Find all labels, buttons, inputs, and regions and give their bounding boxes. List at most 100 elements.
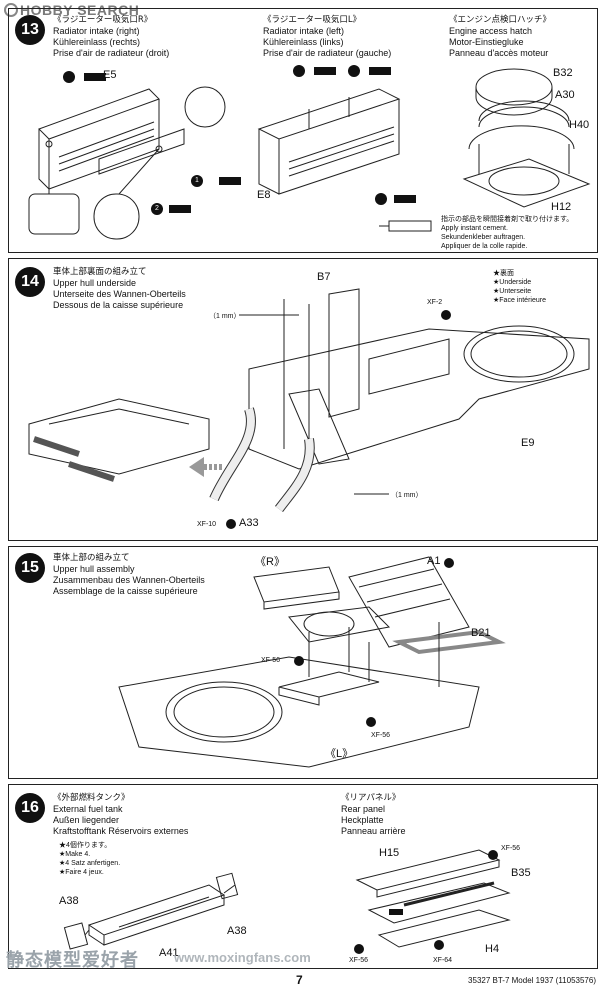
step-number: 13 — [15, 15, 45, 45]
caption-radiator-left: 《ラジエーター吸気口L》 Radiator intake (left) Kühl… — [263, 15, 391, 59]
make-fr: ★Faire 4 jeux. — [59, 869, 104, 876]
label-b21: B21 — [471, 627, 491, 639]
note-en: ★Underside — [493, 279, 532, 286]
caption-fr: Panneau d'accès moteur — [449, 48, 549, 58]
step-16-diagram — [63, 849, 511, 954]
make-en: ★Make 4. — [59, 851, 91, 858]
label-a38-left: A38 — [59, 895, 79, 907]
caption-jp: 《ラジエーター吸気口L》 — [263, 15, 362, 25]
note-fr: ★Face intérieure — [493, 297, 546, 304]
label-h4: H4 — [485, 943, 500, 955]
cement-note: 指示の部品を瞬間接着剤で取り付けます。 Apply instant cement… — [441, 215, 573, 251]
caption-de: Motor-Einstiegluke — [449, 37, 524, 47]
label-h12: H12 — [551, 201, 572, 213]
label-b7: B7 — [317, 271, 331, 283]
label-b35: B35 — [511, 867, 531, 879]
caption-jp: 《リアパネル》 — [341, 793, 401, 803]
caption-fr: Prise d'air de radiateur (gauche) — [263, 48, 392, 58]
caption-upper-hull-underside: 車体上部裏面の組み立て Upper hull underside Unterse… — [53, 267, 186, 311]
caption-de: Zusammenbau des Wannen-Oberteils — [53, 575, 205, 585]
ref-4: 4 — [105, 71, 110, 80]
paint-xf56-top: XF-56 — [501, 845, 521, 852]
step-15-diagram — [118, 556, 506, 768]
label-a1: A1 — [427, 555, 441, 567]
caption-en: Upper hull underside — [53, 278, 137, 288]
caption-de: Außen liegender — [53, 815, 120, 825]
label-h15: H15 — [379, 847, 400, 859]
step-14-diagram — [28, 288, 590, 529]
step-14-panel: 14 車体上部裏面の組み立て Upper hull underside Unte… — [8, 258, 598, 541]
drill-1mm-bottom: （1 mm） — [391, 492, 423, 499]
caption-fr: Assemblage de la caisse supérieure — [53, 586, 198, 596]
cement-fr: Appliquer de la colle rapide. — [441, 243, 528, 250]
watermark-cn: 静态模型爱好者 — [6, 950, 139, 971]
caption-de: Unterseite des Wannen-Oberteils — [53, 289, 186, 299]
paint-xf56-bottom: XF-56 — [349, 957, 369, 964]
caption-de: Heckplatte — [341, 815, 384, 825]
label-a30: A30 — [555, 89, 575, 101]
make-4-note: ★4個作ります。 ★Make 4. ★4 Satz anfertigen. ★F… — [59, 841, 120, 877]
caption-jp: 車体上部の組み立て — [53, 553, 130, 563]
moxingfans-watermark: 静态模型爱好者 www.moxingfans.com — [6, 946, 604, 972]
step-13-panel: 13 《ラジエーター吸気口R》 Radiator intake (right) … — [8, 8, 598, 253]
label-l: 《L》 — [325, 748, 354, 760]
hobbysearch-watermark: HOBBY SEARCH — [4, 2, 139, 18]
label-e9: E9 — [521, 437, 535, 449]
paint-xf2: XF-2 — [427, 299, 443, 306]
note-jp: ★裏面 — [493, 270, 514, 277]
caption-en: Engine access hatch — [449, 26, 533, 36]
cement-jp: 指示の部品を瞬間接着剤で取り付けます。 — [441, 216, 574, 223]
caption-en: External fuel tank — [53, 804, 123, 814]
label-a33: A33 — [239, 517, 259, 529]
label-e8: E8 — [257, 189, 271, 201]
caption-fr: Prise d'air de radiateur (droit) — [53, 48, 170, 58]
step-13-diagram — [28, 65, 591, 240]
caption-jp: 車体上部裏面の組み立て — [53, 267, 147, 277]
step-number: 16 — [15, 793, 45, 823]
note-de: ★Unterseite — [493, 288, 532, 295]
ref-1: 1 — [195, 177, 199, 184]
paint-xf56-right: XF-56 — [371, 732, 391, 739]
label-a38-right: A38 — [227, 925, 247, 937]
make-jp: ★4個作ります。 — [59, 842, 112, 849]
page-footer: 7 35327 BT-7 Model 1937 (11053576) — [0, 973, 604, 989]
cement-de: Sekundenkleber auftragen. — [441, 234, 526, 241]
caption-en: Rear panel — [341, 804, 386, 814]
caption-radiator-right: 《ラジエーター吸気口R》 Radiator intake (right) Küh… — [53, 15, 169, 59]
label-a41: A41 — [159, 947, 179, 959]
step-15-panel: 15 車体上部の組み立て Upper hull assembly Zusamme… — [8, 546, 598, 779]
label-h40: H40 — [569, 119, 590, 131]
caption-de: Kühlereinlass (links) — [263, 37, 344, 47]
cement-en: Apply instant cement. — [441, 225, 508, 232]
watermark-url: www.moxingfans.com — [174, 950, 311, 965]
caption-upper-hull-assembly: 車体上部の組み立て Upper hull assembly Zusammenba… — [53, 553, 205, 597]
caption-en: Radiator intake (right) — [53, 26, 140, 36]
caption-en: Radiator intake (left) — [263, 26, 345, 36]
label-b32: B32 — [553, 67, 573, 79]
model-info: 35327 BT-7 Model 1937 (11053576) — [468, 976, 596, 985]
caption-de: Kühlereinlass (rechts) — [53, 37, 141, 47]
paint-xf64: XF-64 — [433, 957, 453, 964]
page-number: 7 — [296, 973, 303, 987]
caption-rear-panel: 《リアパネル》 Rear panel Heckplatte Panneau ar… — [341, 793, 406, 837]
drill-1mm-top: （1 mm） — [209, 313, 241, 320]
underside-note: ★裏面 ★Underside ★Unterseite ★Face intérie… — [493, 269, 546, 305]
caption-jp: 《外部燃料タンク》 — [53, 793, 130, 803]
step-number: 14 — [15, 267, 45, 297]
paint-xf56-left: XF-56 — [261, 657, 281, 664]
label-r: 《R》 — [255, 556, 285, 568]
caption-jp: 《エンジン点検口ハッチ》 — [449, 15, 552, 25]
hobbysearch-logo-icon — [4, 3, 18, 17]
caption-fr: Dessous de la caisse supérieure — [53, 300, 184, 310]
step-number: 15 — [15, 553, 45, 583]
caption-en: Upper hull assembly — [53, 564, 135, 574]
label-e5: E5 — [103, 69, 117, 81]
caption-fr: Panneau arrière — [341, 826, 406, 836]
caption-fuel-tank: 《外部燃料タンク》 External fuel tank Außen liege… — [53, 793, 188, 837]
make-de: ★4 Satz anfertigen. — [59, 860, 121, 867]
paint-xf10: XF-10 — [197, 521, 217, 528]
ref-2: 2 — [155, 205, 159, 212]
caption-engine-hatch: 《エンジン点検口ハッチ》 Engine access hatch Motor-E… — [449, 15, 551, 59]
step-16-panel: 16 《外部燃料タンク》 External fuel tank Außen li… — [8, 784, 598, 969]
caption-jp: 《ラジエーター吸気口R》 — [53, 15, 153, 25]
